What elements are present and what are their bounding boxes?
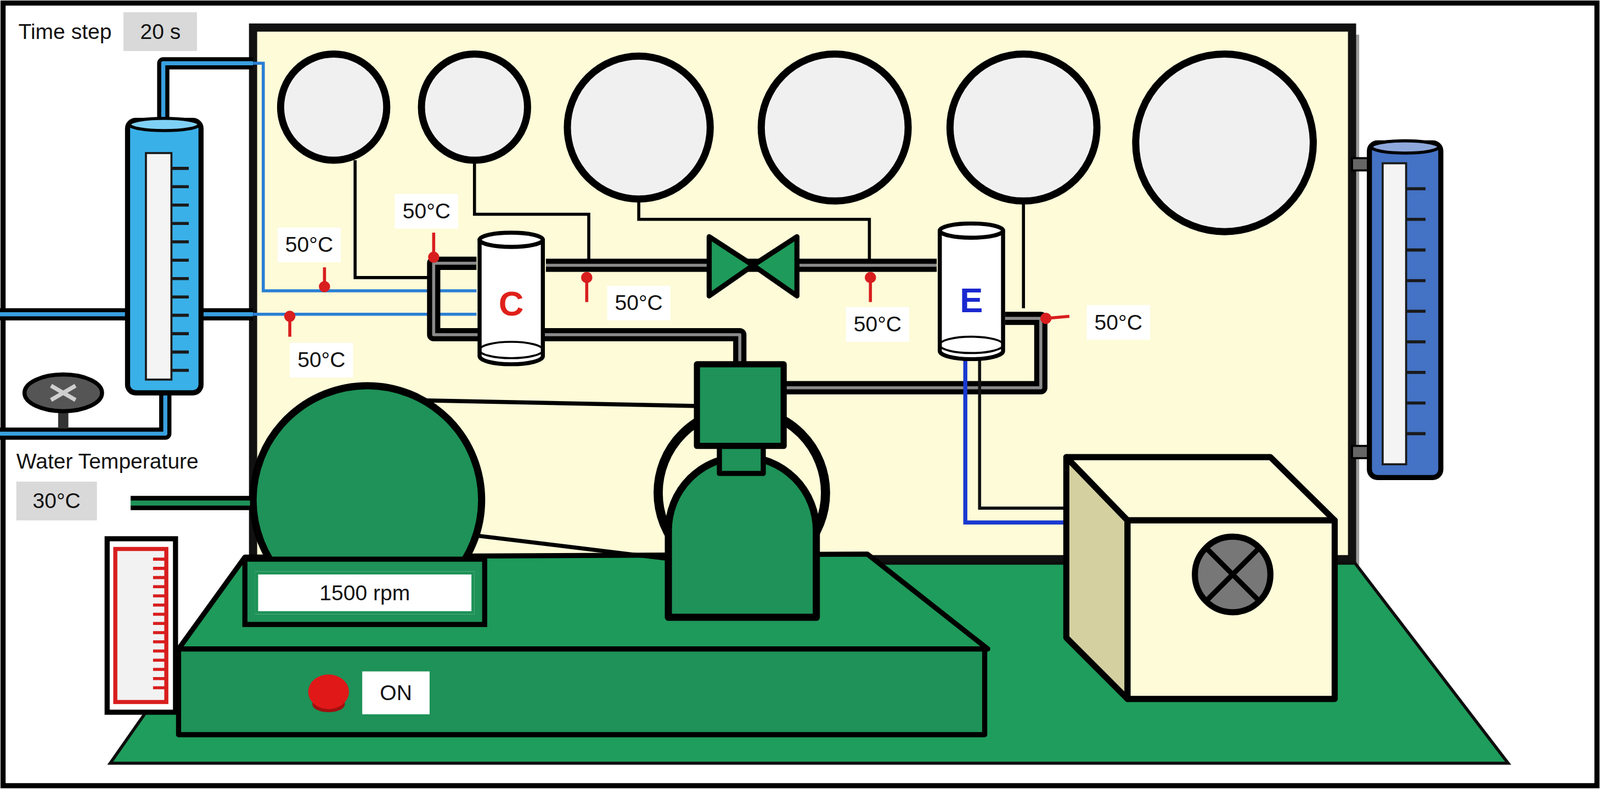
condensing-unit <box>1127 520 1335 699</box>
start-button <box>308 674 349 709</box>
flow-column <box>1371 141 1439 154</box>
gauge <box>761 54 909 202</box>
condensing-unit <box>1066 457 1335 700</box>
flow-column <box>1406 188 1426 434</box>
expansion-valve <box>708 236 797 296</box>
display-heading: Water Temperature <box>16 448 199 474</box>
belt <box>403 400 701 407</box>
temperature-readout: 50°C <box>289 342 354 378</box>
temperature-readout: 50°C <box>1086 305 1151 340</box>
display-pipe <box>130 500 251 506</box>
temperature-column <box>106 538 176 713</box>
frame <box>3 3 1598 786</box>
evaporator-vessel: E <box>936 221 1006 362</box>
vessel-band <box>939 336 1004 354</box>
thermometer-probe <box>1041 314 1051 323</box>
temperature-readout: 50°C <box>394 193 459 229</box>
flow-column <box>1369 142 1441 478</box>
temperature-column <box>106 538 176 713</box>
water-pipe <box>163 63 254 121</box>
display-value: 1500 rpm <box>319 580 410 606</box>
vessel-band <box>479 341 543 359</box>
temperature-readout: 50°C <box>277 227 342 263</box>
coolant-column <box>145 153 172 380</box>
wire <box>979 359 1069 509</box>
platform <box>178 554 988 650</box>
display-pipe <box>130 496 251 511</box>
water-pipe <box>0 63 253 434</box>
platform <box>178 554 988 735</box>
flow-column <box>1382 163 1407 465</box>
condensing-unit <box>1206 548 1260 602</box>
start-button <box>308 674 349 713</box>
gauge-line <box>355 160 1024 309</box>
water-line <box>250 63 477 314</box>
motor <box>252 385 482 615</box>
thermometer-probe <box>320 282 329 291</box>
gauge <box>567 55 711 199</box>
condensing-unit <box>1066 457 1335 521</box>
temperature-column <box>115 549 167 703</box>
coolant-column <box>127 118 201 393</box>
display-value: 20 s <box>124 12 197 52</box>
gauge-line <box>474 160 589 262</box>
water-temperature-display: Water Temperature 30°C <box>16 448 199 521</box>
coolant-column <box>171 168 189 371</box>
on-indicator: ON <box>362 671 430 715</box>
condenser-vessel: C <box>476 230 546 366</box>
motor <box>244 559 485 625</box>
vessel-body <box>479 238 543 365</box>
compressor <box>658 364 826 618</box>
gauge <box>280 54 387 161</box>
expansion-valve <box>752 236 797 296</box>
thermometer-probe <box>582 273 591 282</box>
belt <box>477 535 670 560</box>
vessel-body <box>939 229 1004 359</box>
wire <box>965 359 1069 523</box>
thermometer-probe <box>866 273 875 282</box>
gauge <box>1135 54 1314 233</box>
speed-display: 1500 rpm <box>255 571 475 614</box>
compressor <box>668 456 817 618</box>
hand-valve <box>24 374 103 412</box>
gauge <box>949 54 1097 202</box>
condensing-unit <box>1195 536 1271 613</box>
platform <box>178 649 985 735</box>
gauge <box>280 54 1314 233</box>
flow-column <box>1351 141 1441 478</box>
hand-valve <box>51 385 76 400</box>
vessel-letter: E <box>959 280 983 321</box>
thermometer-probe <box>285 312 295 321</box>
display-heading: Time step <box>18 19 112 44</box>
gauge-line <box>638 199 870 262</box>
water-pipe <box>163 63 254 121</box>
gauge-line <box>1021 200 1025 308</box>
expansion-valve <box>708 236 753 296</box>
display-value: 30°C <box>16 481 98 521</box>
wire <box>965 359 1069 523</box>
temperature-readout: 50°C <box>845 307 910 342</box>
frame <box>3 3 1598 786</box>
vessel-top <box>479 232 543 247</box>
thermometer-probe <box>429 252 438 262</box>
display-value: ON <box>379 680 413 706</box>
temperature-column <box>153 559 167 688</box>
hand-valve <box>24 374 103 430</box>
temperature-readout: 50°C <box>606 285 672 321</box>
vessel-top <box>939 223 1004 238</box>
compressor <box>696 364 784 447</box>
motor <box>244 385 485 625</box>
coolant-column <box>129 118 199 131</box>
vessel-letter: C <box>498 283 525 324</box>
display-pipe <box>130 502 251 504</box>
gauge <box>421 54 528 161</box>
coolant-column <box>127 120 201 393</box>
time-step-display: Time step 20 s <box>18 12 197 52</box>
